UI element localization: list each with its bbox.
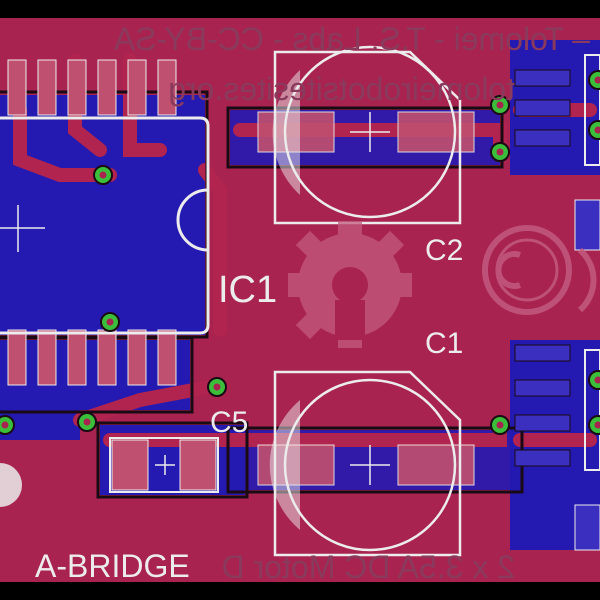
ic1-label: IC1 bbox=[218, 269, 277, 311]
license-text: – Tolomei - T.S. Labs - CC-BY-SA bbox=[113, 21, 590, 57]
connector-bottom bbox=[514, 344, 600, 551]
component-labels: IC1 C2 C1 C5 A-BRIDGE bbox=[35, 234, 463, 584]
c2-capacitor bbox=[257, 45, 475, 225]
a-bridge-label: A-BRIDGE bbox=[35, 548, 190, 584]
c1-label: C1 bbox=[425, 327, 463, 360]
c5-label: C5 bbox=[210, 406, 248, 439]
creative-commons-icon bbox=[482, 225, 572, 315]
url-text: tolomeirobotsitesites.org bbox=[168, 71, 515, 107]
c2-label: C2 bbox=[425, 234, 463, 267]
connector-top bbox=[514, 54, 600, 251]
mirrored-silkscreen: – Tolomei - T.S. Labs - CC-BY-SA tolomei… bbox=[113, 21, 590, 585]
ic1-pads-bottom bbox=[7, 329, 177, 386]
c5-capacitor bbox=[109, 437, 219, 493]
ic1-outline bbox=[0, 116, 210, 335]
ic1-pads-top bbox=[7, 59, 177, 116]
motor-driver-text: 2 x 3.5A DC Motor D bbox=[222, 549, 515, 585]
ic1-crosshair bbox=[0, 205, 45, 252]
mounting-hole bbox=[0, 463, 22, 507]
open-hardware-gear-icon bbox=[288, 222, 412, 348]
c1-capacitor bbox=[257, 370, 475, 557]
cc-partial-icon bbox=[577, 247, 597, 313]
vias bbox=[0, 70, 600, 435]
